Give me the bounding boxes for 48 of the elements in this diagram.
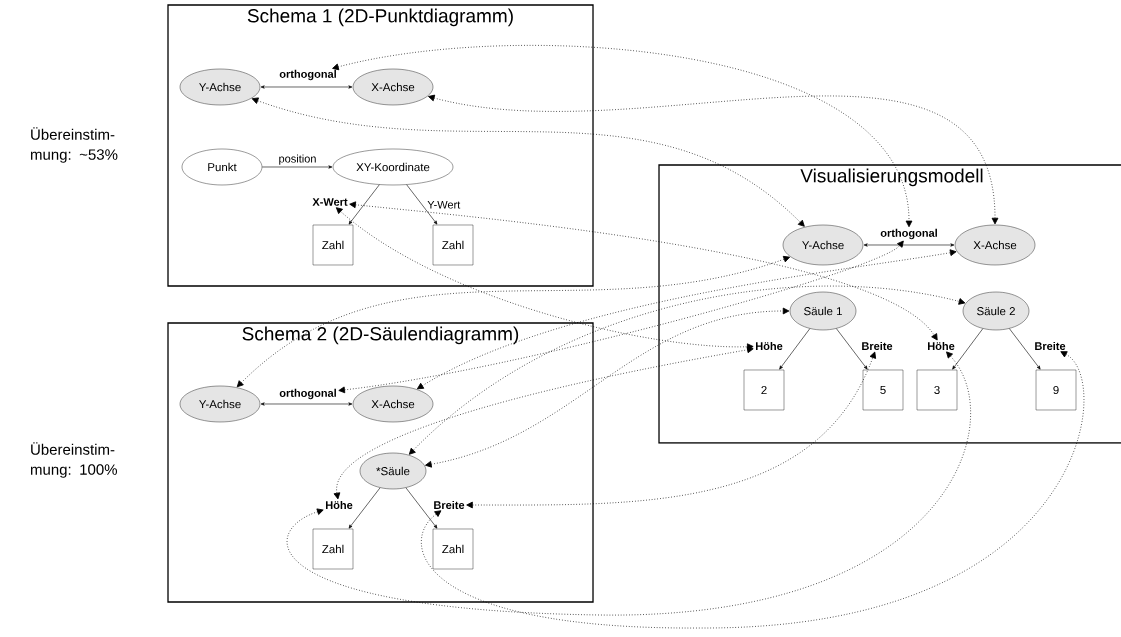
value-box: 2	[743, 369, 785, 411]
edge-label: Y-Wert	[426, 199, 462, 210]
mapping-arrow	[417, 249, 957, 390]
value-box: 3	[916, 369, 958, 411]
match-note: Übereinstim- mung: 100%	[31, 442, 117, 478]
value-box: Zahl	[432, 528, 474, 570]
relation-label: X-Wert	[312, 198, 348, 206]
relation-label: Höhe	[928, 341, 955, 351]
value-box: Zahl	[312, 224, 354, 266]
value-box: Zahl	[312, 528, 354, 570]
mapping-arrow	[332, 45, 913, 228]
mapping-arrow	[408, 285, 966, 455]
arrow	[863, 243, 955, 247]
mapping-arrow	[420, 351, 1085, 629]
mapping-arrow	[333, 346, 754, 500]
mapping-arrow	[428, 94, 999, 225]
arrow	[348, 184, 380, 225]
arrow	[836, 328, 868, 370]
arrow	[952, 328, 984, 370]
mapping-arrow	[251, 97, 805, 227]
relation-label: Höhe	[326, 500, 353, 510]
arrow	[1009, 328, 1041, 370]
arrow	[779, 328, 811, 370]
match-note: Übereinstim- mung: ~53%	[31, 127, 118, 163]
arrow	[260, 402, 353, 406]
mapping-arrow	[287, 351, 971, 616]
mapping-arrow	[349, 201, 938, 341]
mapping-arrow	[425, 307, 790, 468]
arrow	[406, 184, 438, 225]
arrow	[348, 487, 381, 529]
mapping-arrow	[338, 240, 904, 394]
value-box: Zahl	[432, 224, 474, 266]
relation-label: orthogonal	[279, 69, 336, 81]
value-box: 9	[1035, 369, 1077, 411]
mapping-arrow	[466, 351, 876, 509]
arrow	[260, 85, 353, 89]
arrow	[405, 487, 438, 529]
mapping-arrow	[335, 207, 754, 351]
relation-label: orthogonal	[279, 388, 336, 400]
mapping-arrow	[236, 255, 790, 388]
relation-label: Breite	[434, 500, 465, 510]
relation-label: Höhe	[756, 341, 783, 351]
value-box: 5	[862, 369, 904, 411]
arrow	[261, 165, 333, 169]
relation-label: orthogonal	[880, 228, 937, 240]
relation-label: Breite	[1035, 341, 1066, 351]
relation-label: Breite	[862, 341, 893, 351]
edge-label: position	[277, 153, 318, 166]
